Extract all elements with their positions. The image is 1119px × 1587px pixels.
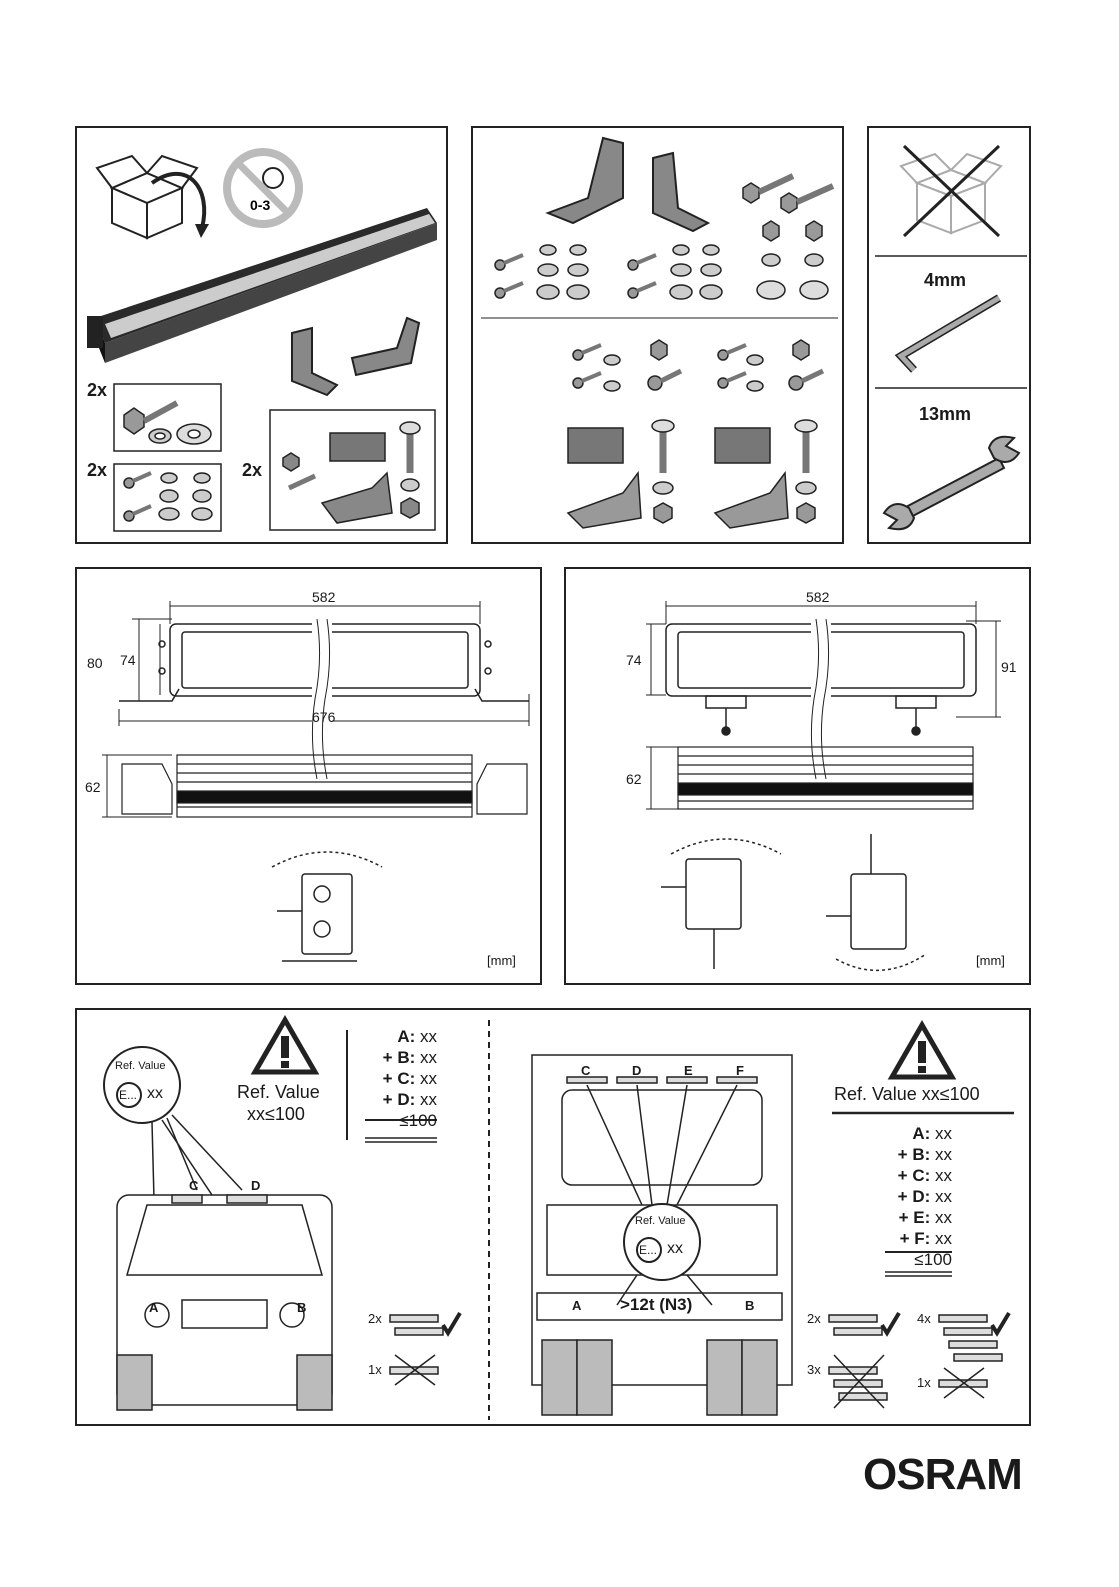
bubble-e: E... — [639, 1243, 657, 1257]
warning-icon — [892, 1025, 952, 1077]
ref-bubble — [104, 1047, 180, 1123]
panel-dimensions-clamp: 582 74 91 62 [mm] — [564, 567, 1031, 985]
lamp-d: D — [251, 1178, 260, 1193]
sum-row-f: + F: xx — [877, 1228, 952, 1249]
screw-washer-sets — [495, 245, 722, 299]
warning-line-2: xx≤100 — [247, 1104, 305, 1125]
dimensions-bracket-drawing — [77, 569, 544, 987]
age-label: 0-3 — [250, 197, 270, 213]
lamp-d: D — [632, 1063, 641, 1078]
dim-height-outer: 80 — [87, 655, 103, 671]
weight-class: >12t (N3) — [620, 1295, 692, 1315]
sum-row-b: + B: xx — [877, 1144, 952, 1165]
bubble-title: Ref. Value — [115, 1060, 166, 1072]
ok-qty: 2x — [368, 1311, 382, 1326]
dim-height-inner: 74 — [120, 652, 136, 668]
sum-row-e: + E: xx — [877, 1207, 952, 1228]
bracket-pair — [548, 138, 708, 231]
sum-row-d: + D: xx — [365, 1089, 437, 1110]
bolt-nut-set — [743, 176, 833, 299]
sum-row-a: A: xx — [365, 1026, 437, 1047]
ok-qty-2: 4x — [917, 1311, 931, 1326]
mount-ok-icon — [390, 1313, 460, 1335]
sum-row-a: A: xx — [877, 1123, 952, 1144]
bracket-pair — [292, 318, 419, 395]
rotation-detail — [272, 852, 382, 961]
sum-list: A: xx + B: xx + C: xx + D: xx ≤100 — [365, 1026, 437, 1131]
sum-total: ≤100 — [877, 1249, 952, 1270]
wrench-icon — [884, 437, 1019, 530]
lamp-c: C — [189, 1178, 198, 1193]
clamp-kit-pair — [568, 340, 823, 528]
bubble-title: Ref. Value — [635, 1215, 686, 1227]
dim-total: 676 — [312, 709, 335, 725]
dim-depth: 62 — [626, 771, 642, 787]
warning-line-1: Ref. Value — [237, 1082, 320, 1103]
unit-label: [mm] — [487, 953, 516, 968]
bad-qty: 1x — [368, 1362, 382, 1377]
mount-bad-icon — [829, 1355, 987, 1408]
bad-qty-1: 3x — [807, 1362, 821, 1377]
qty-bolts: 2x — [87, 380, 107, 401]
warning-line: Ref. Value xx≤100 — [834, 1084, 980, 1105]
panel-package-contents: 0-3 — [75, 126, 448, 544]
rotation-detail — [661, 834, 926, 970]
no-children-icon — [223, 148, 303, 228]
sum-row-c: + C: xx — [365, 1068, 437, 1089]
ok-qty-1: 2x — [807, 1311, 821, 1326]
qty-clamps: 2x — [242, 460, 262, 481]
lamp-a: A — [572, 1298, 581, 1313]
panel-tools: 4mm 13mm — [867, 126, 1031, 544]
mount-bad-icon — [390, 1355, 438, 1385]
bubble-xx: xx — [667, 1240, 683, 1258]
sum-row-d: + D: xx — [877, 1186, 952, 1207]
panel-hardware — [471, 126, 844, 544]
lamp-b: B — [745, 1298, 754, 1313]
hardware-drawing — [473, 128, 846, 546]
dim-width: 582 — [312, 589, 335, 605]
lamp-a: A — [149, 1300, 158, 1315]
allen-key-size: 4mm — [924, 270, 966, 291]
tools-drawing — [869, 128, 1033, 546]
lamp-e: E — [684, 1063, 693, 1078]
sum-row-b: + B: xx — [365, 1047, 437, 1068]
qty-screws: 2x — [87, 460, 107, 481]
brand-logo: OSRAM — [863, 1450, 1022, 1500]
panel-reference-values: Ref. Value E... xx Ref. Value xx≤100 A: … — [75, 1008, 1031, 1426]
package-contents-drawing: 0-3 — [77, 128, 450, 546]
lamp-b: B — [297, 1300, 306, 1315]
dim-depth: 62 — [85, 779, 101, 795]
open-box-icon — [97, 156, 197, 238]
sum-row-c: + C: xx — [877, 1165, 952, 1186]
lamp-c: C — [581, 1063, 590, 1078]
dim-height-total: 91 — [1001, 659, 1017, 675]
bubble-e: E... — [119, 1088, 137, 1102]
unit-label: [mm] — [976, 953, 1005, 968]
bad-qty-2: 1x — [917, 1375, 931, 1390]
dim-height-inner: 74 — [626, 652, 642, 668]
allen-key-icon — [901, 298, 999, 370]
dim-width: 582 — [806, 589, 829, 605]
warning-icon — [255, 1020, 315, 1072]
sum-list: A: xx + B: xx + C: xx + D: xx + E: xx + … — [877, 1123, 952, 1270]
wrench-size: 13mm — [919, 404, 971, 425]
panel-dimensions-bracket: 582 676 80 74 62 [mm] — [75, 567, 542, 985]
bubble-xx: xx — [147, 1085, 163, 1103]
lamp-f: F — [736, 1063, 744, 1078]
sum-total: ≤100 — [365, 1110, 437, 1131]
